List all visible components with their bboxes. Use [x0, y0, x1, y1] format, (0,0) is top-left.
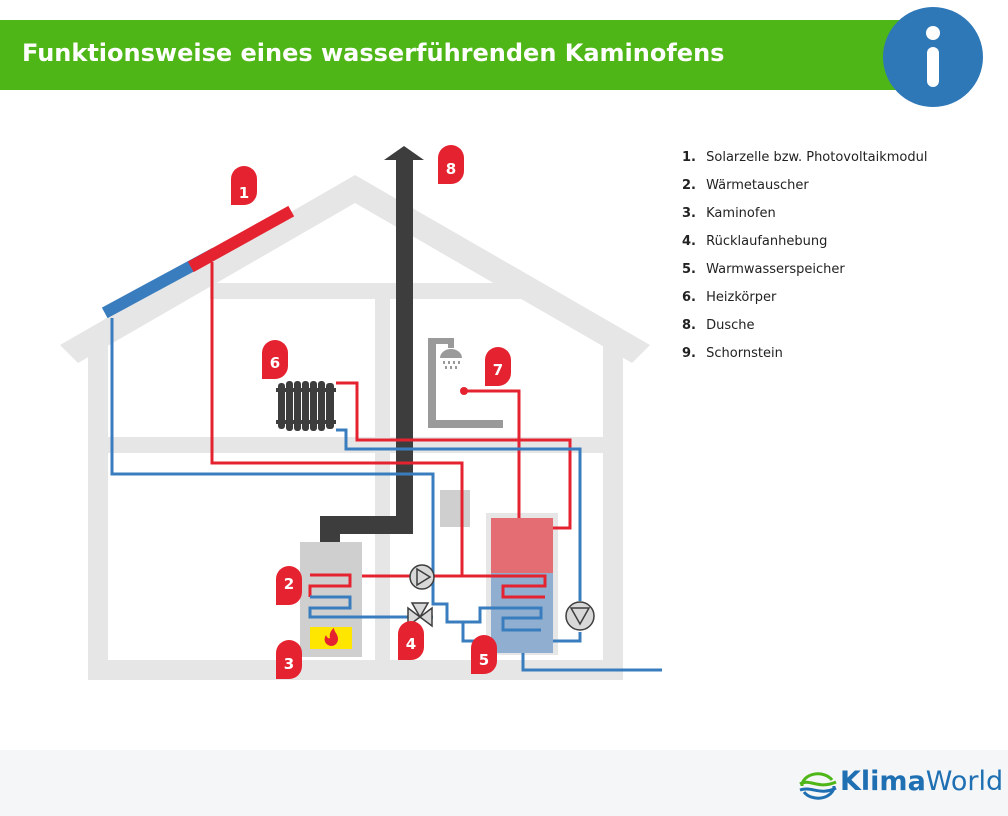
legend-label: Rücklaufanhebung [706, 234, 828, 249]
pump-icon [409, 564, 435, 590]
marker-label: 6 [270, 354, 280, 372]
marker-label: 4 [406, 635, 416, 653]
legend-number: 5. [682, 262, 696, 277]
legend-label: Dusche [706, 318, 755, 333]
marker-6: 6 [262, 340, 288, 379]
marker-5: 5 [471, 635, 497, 674]
legend-number: 4. [682, 234, 696, 249]
legend-item: 2. Wärmetauscher [682, 178, 928, 206]
info-glyph [926, 26, 940, 87]
red-pipes [210, 262, 572, 599]
marker-label: 2 [284, 575, 294, 593]
legend-number: 2. [682, 178, 696, 193]
marker-8: 8 [438, 145, 464, 184]
marker-3: 3 [276, 640, 302, 679]
info-icon[interactable] [883, 7, 983, 107]
klimaworld-logo-icon [799, 772, 837, 800]
shower-icon [428, 338, 503, 428]
footer [0, 750, 1008, 816]
storage-tank [486, 513, 558, 655]
header-bar [0, 20, 930, 90]
marker-label: 3 [284, 655, 294, 673]
legend-item: 3. Kaminofen [682, 206, 928, 234]
legend-number: 6. [682, 290, 696, 305]
marker-7: 7 [485, 347, 511, 386]
legend-label: Solarzelle bzw. Photovoltaikmodul [706, 150, 928, 165]
legend-number: 8. [682, 318, 696, 333]
legend-item: 6. Heizkörper [682, 290, 928, 318]
logo-brand-bold: Klima [840, 766, 926, 797]
marker-label: 1 [239, 184, 249, 202]
legend-item: 9. Schornstein [682, 346, 928, 374]
legend-list: 1. Solarzelle bzw. Photovoltaikmodul 2. … [682, 150, 928, 374]
klimaworld-logo[interactable]: KlimaWorld [798, 766, 1003, 802]
marker-2: 2 [276, 566, 302, 605]
marker-label: 8 [446, 160, 456, 178]
marker-label: 7 [493, 361, 503, 379]
legend-number: 9. [682, 346, 696, 361]
legend-item: 8. Dusche [682, 318, 928, 346]
shower-outlet [460, 387, 468, 395]
legend-label: Schornstein [706, 346, 783, 361]
legend-item: 4. Rücklaufanhebung [682, 234, 928, 262]
legend-label: Wärmetauscher [706, 178, 809, 193]
legend-item: 1. Solarzelle bzw. Photovoltaikmodul [682, 150, 928, 178]
legend-number: 1. [682, 150, 696, 165]
legend-label: Heizkörper [706, 290, 777, 305]
legend-label: Kaminofen [706, 206, 776, 221]
fire-icon [324, 628, 338, 646]
radiator [276, 381, 336, 431]
pump-icon-blue [565, 601, 595, 631]
legend-item: 5. Warmwasserspeicher [682, 262, 928, 290]
logo-wordmark: KlimaWorld [840, 766, 1003, 797]
marker-1: 1 [231, 166, 257, 205]
logo-brand-light: World [925, 766, 1004, 797]
marker-label: 5 [479, 651, 489, 669]
legend-number: 3. [682, 206, 696, 221]
legend-label: Warmwasserspeicher [706, 262, 845, 277]
marker-4: 4 [398, 621, 424, 660]
page-title: Funktionsweise eines wasserführenden Kam… [22, 39, 725, 67]
solar-panel [101, 205, 295, 319]
